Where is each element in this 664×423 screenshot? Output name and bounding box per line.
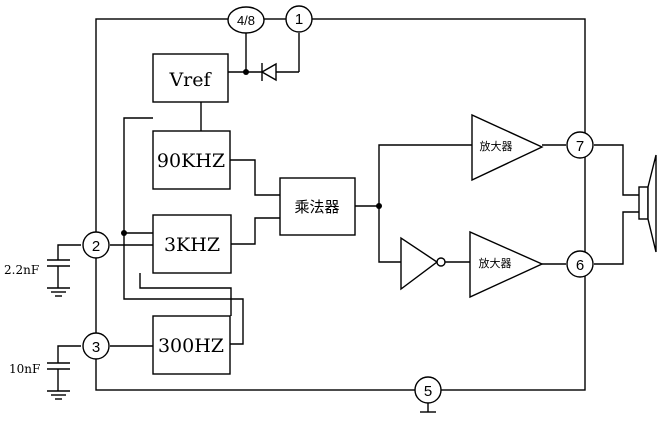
wire-3k-300	[139, 273, 232, 316]
wire-to-amp-top	[378, 144, 472, 206]
capacitor-c1-icon	[47, 244, 81, 297]
wire-90k-mult	[230, 159, 280, 196]
inverter-icon	[400, 236, 446, 291]
ground-icon	[420, 403, 436, 413]
speaker-icon	[638, 154, 657, 253]
pin-5-label: 5	[424, 383, 432, 400]
osc-3k-label: 3KHZ	[164, 234, 220, 256]
vref-block: Vref	[152, 53, 229, 103]
pin-5: 5	[414, 376, 442, 404]
pin-6: 6	[566, 250, 594, 278]
wire-3k-mult	[231, 217, 280, 245]
pin-48: 4/8	[227, 6, 265, 34]
pin-3-label: 3	[92, 339, 100, 356]
multiplier-block: 乘法器	[279, 177, 356, 236]
osc-90k-label: 90KHZ	[157, 150, 225, 172]
chip-outline	[95, 18, 586, 391]
amplifier-top: 放大器	[471, 113, 544, 182]
wire-pin6-speaker	[594, 211, 639, 265]
pin-2-label: 2	[92, 238, 100, 255]
osc-300-block: 300HZ	[152, 315, 231, 375]
pin-1-label: 1	[295, 11, 303, 28]
osc-3k-block: 3KHZ	[152, 214, 232, 274]
osc-300-label: 300HZ	[158, 335, 224, 357]
capacitor-c1-label: 2.2nF	[4, 263, 39, 277]
capacitor-c2-label: 10nF	[9, 362, 40, 376]
capacitor-c2-icon	[47, 345, 81, 400]
osc-90k-block: 90KHZ	[152, 130, 231, 190]
wire-vref-bus	[123, 117, 244, 345]
diode-icon	[260, 62, 277, 82]
pin-7: 7	[566, 131, 594, 159]
pin-6-label: 6	[576, 257, 584, 274]
multiplier-label: 乘法器	[294, 198, 339, 216]
pin-7-label: 7	[576, 138, 584, 155]
amplifier-top-label: 放大器	[480, 139, 513, 153]
junction-dot-vcc	[243, 69, 249, 75]
amplifier-bottom: 放大器	[469, 230, 544, 299]
wire-to-inverter	[378, 206, 401, 263]
amplifier-bottom-label: 放大器	[479, 256, 512, 270]
wire-pin7-speaker	[594, 144, 639, 196]
pin-48-label: 4/8	[237, 13, 255, 28]
pin-2: 2	[82, 231, 110, 259]
pin-1: 1	[285, 5, 313, 33]
pin-3: 3	[82, 332, 110, 360]
vref-label: Vref	[168, 69, 212, 91]
